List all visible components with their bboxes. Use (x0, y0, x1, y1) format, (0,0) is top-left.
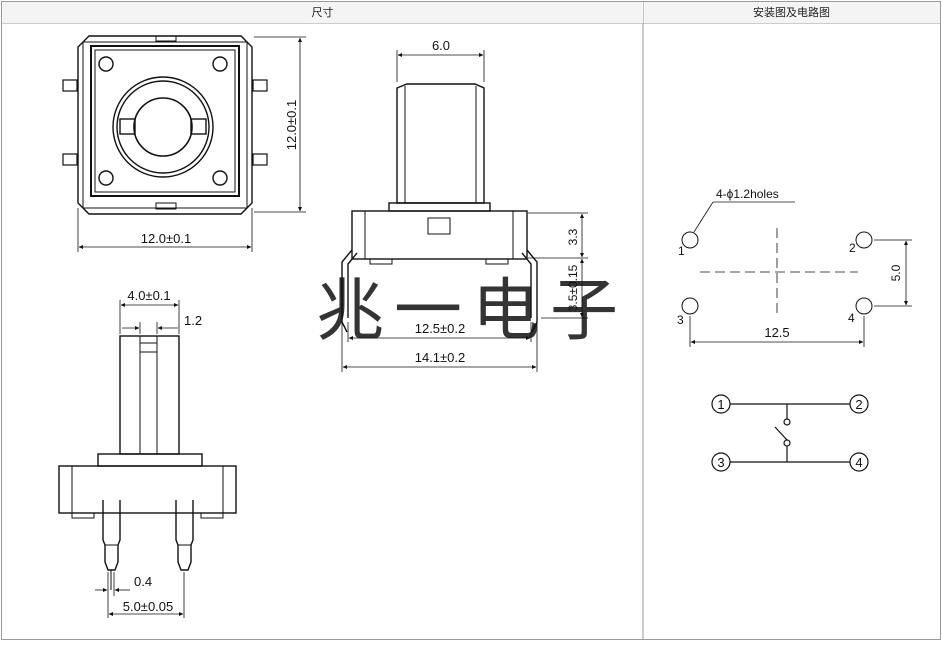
side-pin-height-dim: 3.5±0.15 (566, 264, 580, 311)
circuit-pin-2: 2 (855, 397, 862, 412)
hole-2 (855, 231, 873, 249)
circuit-pin-3: 3 (717, 455, 724, 470)
side-view (341, 83, 538, 333)
circuit-diagram (711, 394, 869, 472)
hole-number-1: 1 (678, 244, 685, 258)
front-gap-dim: 1.2 (184, 313, 202, 328)
top-view-dims (77, 36, 306, 252)
top-view-height-dim: 12.0±0.1 (284, 100, 299, 151)
front-view-dims (95, 300, 185, 618)
hole-3 (681, 297, 699, 315)
holes-label: 4-ϕ1.2holes (716, 187, 779, 201)
hole-number-4: 4 (848, 311, 855, 325)
section-header-mounting: 安装图及电路图 (753, 6, 830, 19)
side-view-dims (341, 50, 588, 372)
hole-4 (855, 297, 873, 315)
top-view-width-dim: 12.0±0.1 (141, 231, 192, 246)
mount-horizontal-dim: 12.5 (764, 325, 789, 340)
circuit-pin-1: 1 (717, 397, 724, 412)
watermark-text: 兆一电子 (316, 272, 628, 351)
hole-number-2: 2 (849, 241, 856, 255)
side-pin-span-dim: 12.5±0.2 (415, 321, 466, 336)
side-total-width-dim: 14.1±0.2 (415, 350, 466, 365)
front-pin-thick-dim: 0.4 (134, 574, 152, 589)
side-body-height-dim: 3.3 (566, 228, 580, 245)
circuit-pin-4: 4 (855, 455, 862, 470)
hole-1 (681, 231, 699, 249)
hole-number-3: 3 (677, 313, 684, 327)
front-view (58, 335, 237, 590)
front-stem-dim: 4.0±0.1 (127, 288, 170, 303)
top-view (62, 35, 268, 215)
mounting-pattern (681, 201, 912, 347)
front-pin-pitch-dim: 5.0±0.05 (123, 599, 174, 614)
section-header-dimensions: 尺寸 (311, 6, 334, 19)
mount-vertical-dim: 5.0 (889, 264, 903, 281)
side-stem-width-dim: 6.0 (432, 38, 450, 53)
